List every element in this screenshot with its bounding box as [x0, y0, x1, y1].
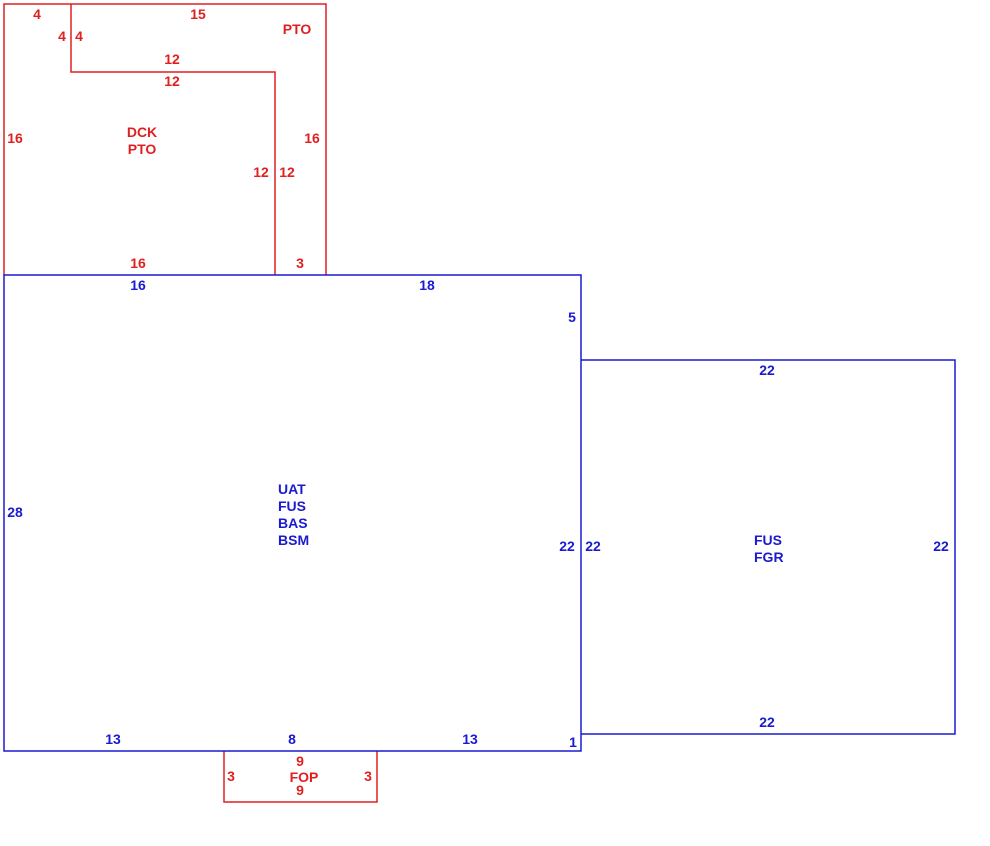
main-code-4: BSM	[278, 532, 309, 548]
dim-fop-right: 3	[364, 768, 372, 784]
dim-main-bottom-right: 13	[462, 731, 478, 747]
dim-red-step-right: 4	[75, 28, 83, 44]
dck-code-2: PTO	[128, 141, 157, 157]
dim-dck-top: 12	[164, 73, 180, 89]
dim-main-left: 28	[7, 504, 23, 520]
main-code-3: BAS	[278, 515, 308, 531]
dim-red-bottom-right: 3	[296, 255, 304, 271]
dck-inner-outline	[70, 4, 276, 275]
dim-main-jog: 5	[568, 309, 576, 325]
dim-garage-left: 22	[585, 538, 601, 554]
garage-outline	[581, 359, 956, 735]
dim-main-top-left: 16	[130, 277, 146, 293]
dim-main-bottom-mid: 8	[288, 731, 296, 747]
dim-red-inner-right: 12	[279, 164, 295, 180]
fop-outline	[223, 751, 378, 803]
dim-red-step-left: 4	[58, 28, 66, 44]
garage-code-2: FGR	[754, 549, 784, 565]
dim-red-right: 16	[304, 130, 320, 146]
dim-dck-bottom: 16	[130, 255, 146, 271]
dck-code-1: DCK	[127, 124, 157, 140]
dim-main-right: 22	[559, 538, 575, 554]
dim-fop-bottom: 9	[296, 782, 304, 798]
main-house-outline	[3, 274, 582, 752]
garage-code-1: FUS	[754, 532, 782, 548]
dim-dck-right: 12	[253, 164, 269, 180]
main-code-2: FUS	[278, 498, 306, 514]
dim-red-inner-top: 12	[164, 51, 180, 67]
dim-garage-top: 22	[759, 362, 775, 378]
dim-main-top-right: 18	[419, 277, 435, 293]
dim-garage-right: 22	[933, 538, 949, 554]
red-area-outline	[3, 3, 327, 275]
dim-garage-bottom: 22	[759, 714, 775, 730]
dim-red-left: 16	[7, 130, 23, 146]
dim-fop-top: 9	[296, 753, 304, 769]
dim-red-top: 15	[190, 6, 206, 22]
dim-red-top-left: 4	[33, 6, 41, 22]
fop-code: FOP	[290, 769, 319, 785]
pto-code: PTO	[283, 21, 312, 37]
pto-outline	[3, 3, 327, 275]
dim-main-bottom-left: 13	[105, 731, 121, 747]
dim-main-corner: 1	[569, 734, 577, 750]
dim-fop-left: 3	[227, 768, 235, 784]
main-code-1: UAT	[278, 481, 306, 497]
